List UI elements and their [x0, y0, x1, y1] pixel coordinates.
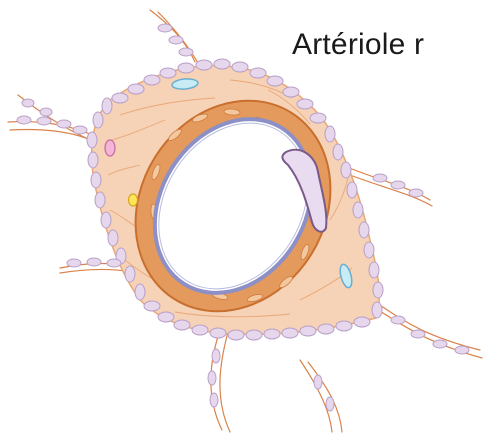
pink-cell [105, 140, 115, 156]
diagram-title: Artériole r [292, 28, 424, 62]
yellow-cell [129, 194, 138, 206]
